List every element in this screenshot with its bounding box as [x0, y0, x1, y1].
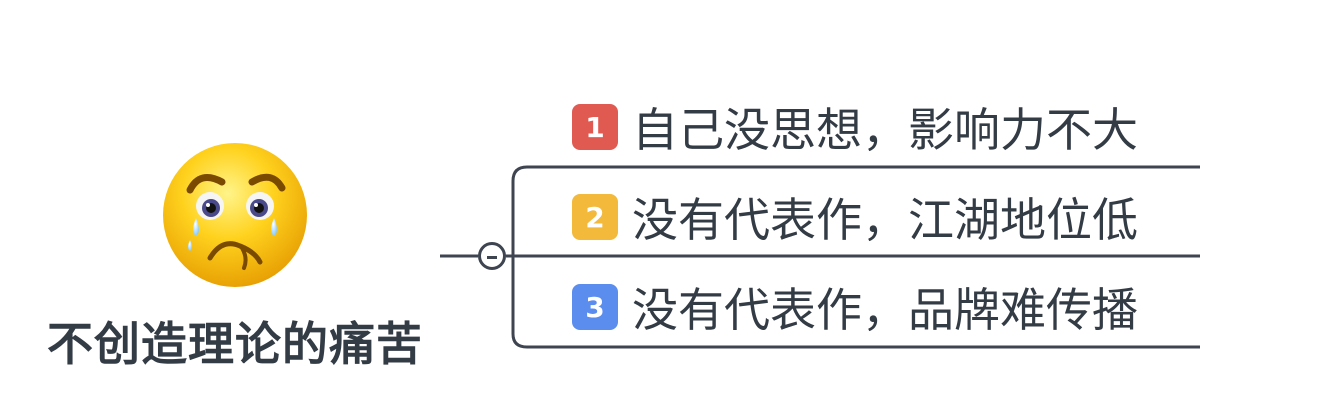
branch-item-1[interactable]: 1 自己没思想，影响力不大: [572, 95, 1138, 159]
branch-label-2: 没有代表作，江湖地位低: [632, 193, 1138, 247]
crying-face-icon: [163, 143, 307, 287]
branch-item-2[interactable]: 2 没有代表作，江湖地位低: [572, 185, 1138, 249]
priority-badge-1: 1: [572, 104, 618, 150]
branch-item-3[interactable]: 3 没有代表作，品牌难传播: [572, 275, 1138, 339]
branch-label-3: 没有代表作，品牌难传播: [632, 283, 1138, 337]
collapse-toggle-button[interactable]: [478, 242, 506, 270]
root-topic[interactable]: 不创造理论的痛苦: [30, 140, 440, 371]
priority-badge-3: 3: [572, 284, 618, 330]
priority-badge-2: 2: [572, 194, 618, 240]
branch-label-1: 自己没思想，影响力不大: [632, 103, 1138, 157]
root-topic-title: 不创造理论的痛苦: [47, 317, 423, 371]
